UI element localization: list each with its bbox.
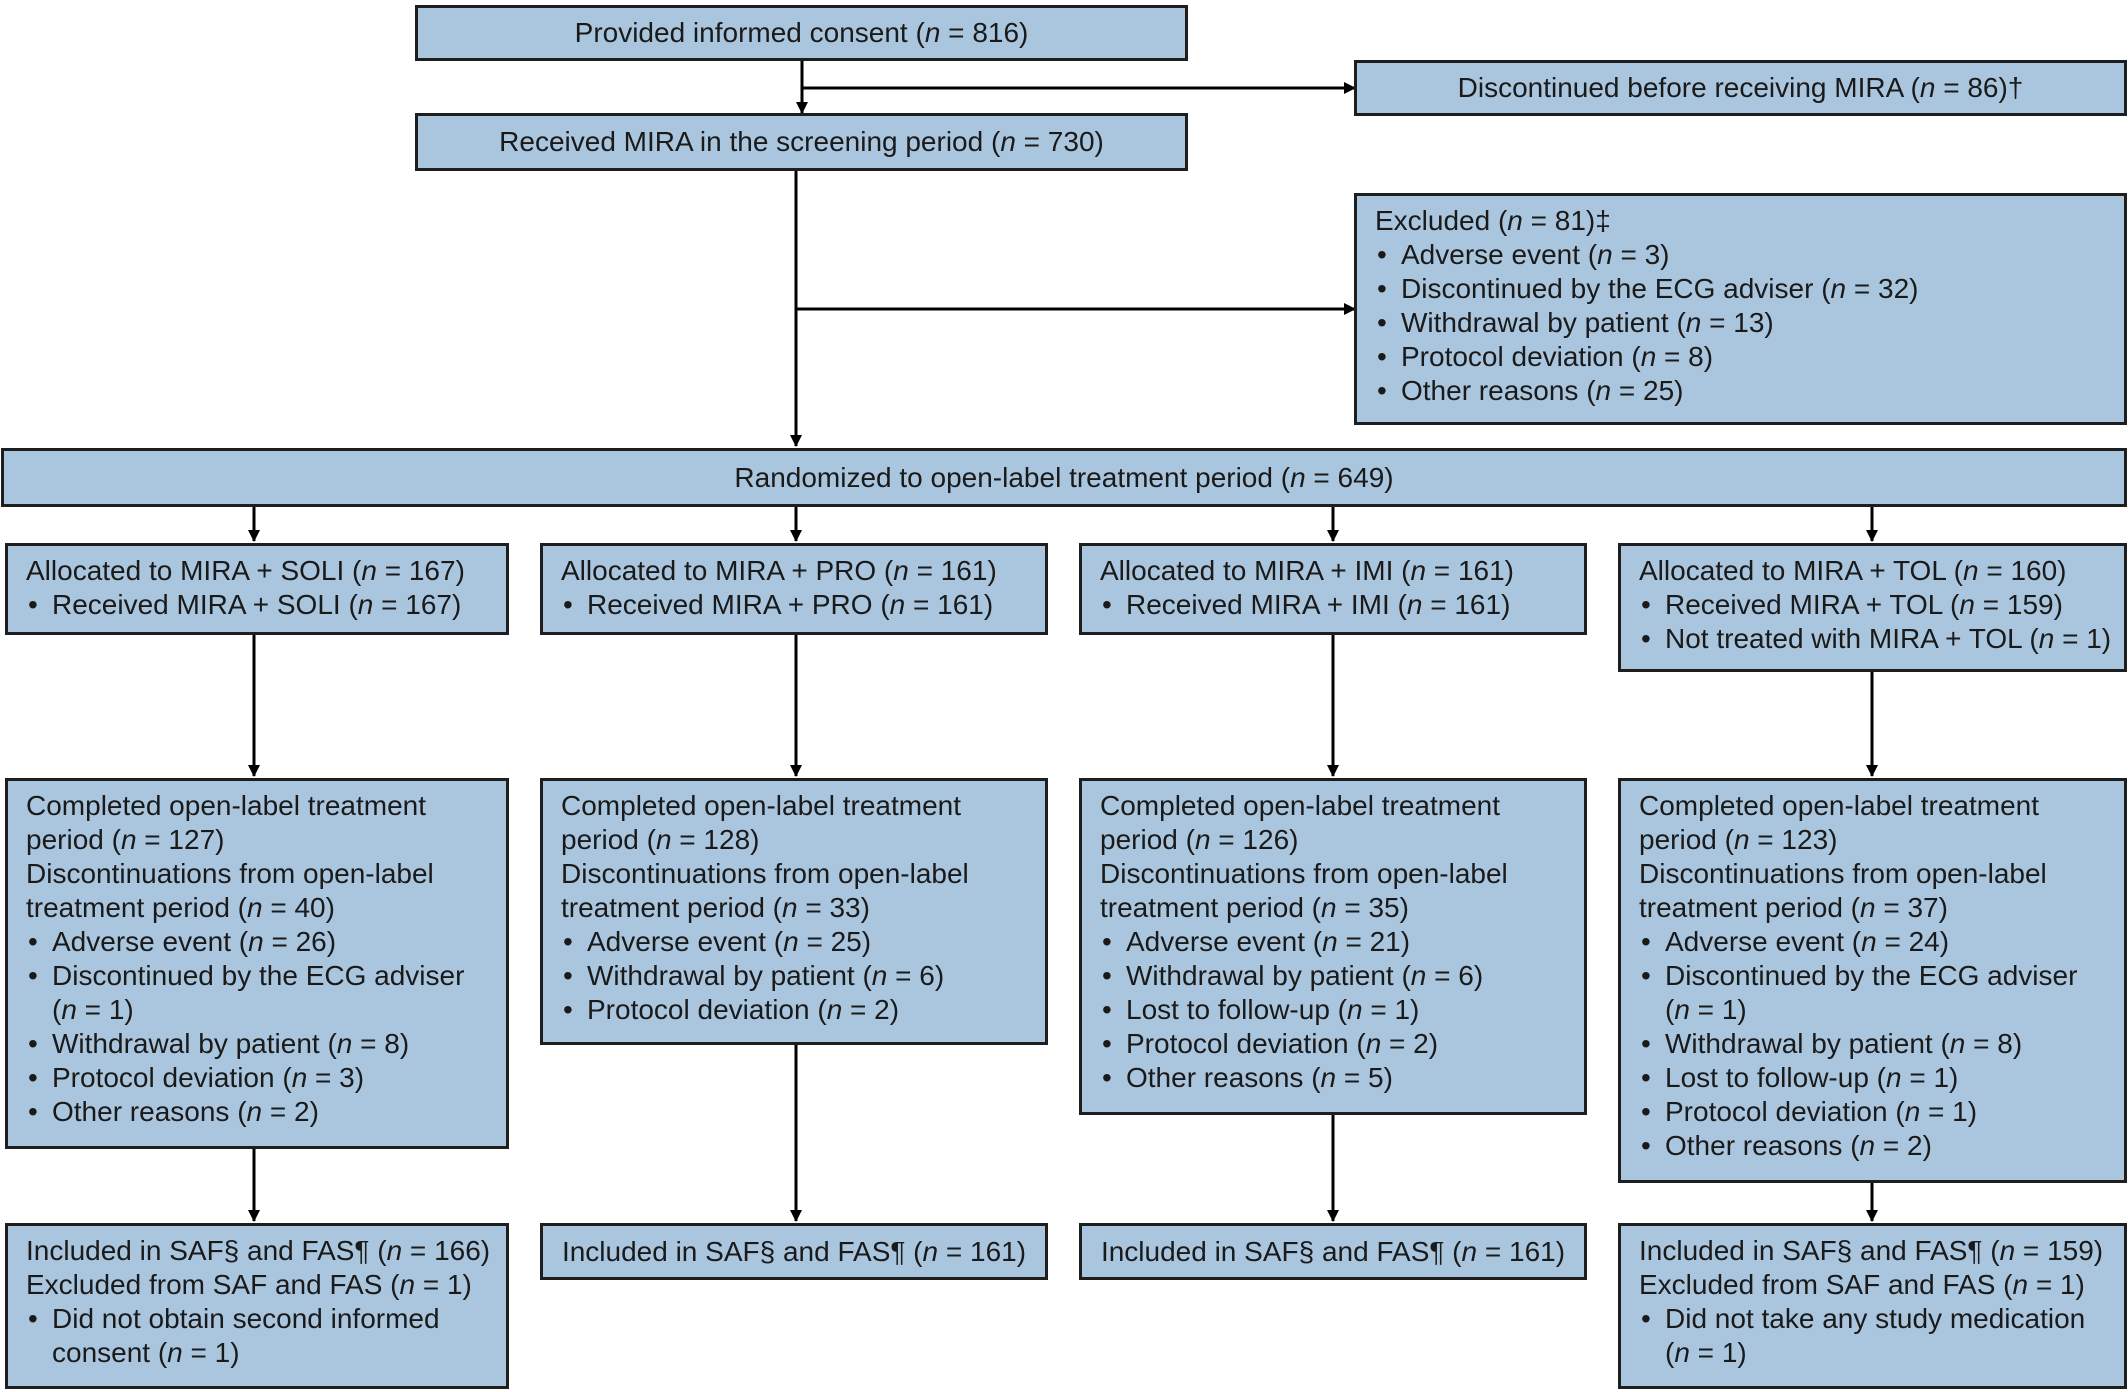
- list-item: Discontinued by the ECG adviser: [26, 959, 490, 993]
- list-item: Protocol deviation (n = 8): [1375, 340, 2108, 374]
- list-item: Withdrawal by patient (n = 13): [1375, 306, 2108, 340]
- completed-pro-box: Completed open-label treatment period (n…: [540, 778, 1048, 1045]
- list-item: Adverse event (n = 26): [26, 925, 490, 959]
- list-item: Received MIRA + IMI (n = 161): [1100, 588, 1568, 622]
- list-item: Received MIRA + TOL (n = 159): [1639, 588, 2108, 622]
- list-item: Did not take any study medication: [1639, 1302, 2108, 1336]
- excluded-box: Excluded (n = 81)‡ Adverse event (n = 3)…: [1354, 193, 2127, 425]
- list-item: Discontinued by the ECG adviser (n = 32): [1375, 272, 2108, 306]
- list-item: Withdrawal by patient (n = 6): [561, 959, 1029, 993]
- completed-soli-box: Completed open-label treatment period (n…: [5, 778, 509, 1149]
- completed-imi-box: Completed open-label treatment period (n…: [1079, 778, 1587, 1115]
- list-item: Lost to follow-up (n = 1): [1639, 1061, 2108, 1095]
- list-item: Other reasons (n = 2): [1639, 1129, 2108, 1163]
- allocated-tol-box: Allocated to MIRA + TOL (n = 160) Receiv…: [1618, 543, 2127, 672]
- consent-box: Provided informed consent (n = 816): [415, 5, 1188, 61]
- list-item: Withdrawal by patient (n = 8): [26, 1027, 490, 1061]
- included-imi-box: Included in SAF§ and FAS¶ (n = 161): [1079, 1223, 1587, 1280]
- list-item: Not treated with MIRA + TOL (n = 1): [1639, 622, 2111, 656]
- list-item: Adverse event (n = 3): [1375, 238, 2108, 272]
- included-tol-box: Included in SAF§ and FAS¶ (n = 159) Excl…: [1618, 1223, 2127, 1389]
- completed-tol-box: Completed open-label treatment period (n…: [1618, 778, 2127, 1183]
- allocated-imi-box: Allocated to MIRA + IMI (n = 161) Receiv…: [1079, 543, 1587, 635]
- allocated-soli-box: Allocated to MIRA + SOLI (n = 167) Recei…: [5, 543, 509, 635]
- list-item: Received MIRA + PRO (n = 161): [561, 588, 1029, 622]
- list-item: Adverse event (n = 25): [561, 925, 1029, 959]
- list-item: Other reasons (n = 25): [1375, 374, 2108, 408]
- discontinued-before-box: Discontinued before receiving MIRA (n = …: [1354, 60, 2127, 116]
- excluded-title: Excluded (n = 81)‡: [1375, 205, 1611, 236]
- list-item: Protocol deviation (n = 1): [1639, 1095, 2108, 1129]
- list-item: Protocol deviation (n = 3): [26, 1061, 490, 1095]
- list-item: Other reasons (n = 2): [26, 1095, 490, 1129]
- randomized-box: Randomized to open-label treatment perio…: [1, 448, 2127, 507]
- received-screening-box: Received MIRA in the screening period (n…: [415, 113, 1188, 171]
- list-item: Adverse event (n = 21): [1100, 925, 1568, 959]
- list-item: Received MIRA + SOLI (n = 167): [26, 588, 490, 622]
- list-item: Withdrawal by patient (n = 6): [1100, 959, 1568, 993]
- list-item: Discontinued by the ECG adviser: [1639, 959, 2108, 993]
- list-item: Withdrawal by patient (n = 8): [1639, 1027, 2108, 1061]
- allocated-pro-box: Allocated to MIRA + PRO (n = 161) Receiv…: [540, 543, 1048, 635]
- list-item: Protocol deviation (n = 2): [561, 993, 1029, 1027]
- list-item: Other reasons (n = 5): [1100, 1061, 1568, 1095]
- list-item: Protocol deviation (n = 2): [1100, 1027, 1568, 1061]
- list-item: Adverse event (n = 24): [1639, 925, 2108, 959]
- list-item: Did not obtain second informed: [26, 1302, 490, 1336]
- included-soli-box: Included in SAF§ and FAS¶ (n = 166) Excl…: [5, 1223, 509, 1389]
- list-item: Lost to follow-up (n = 1): [1100, 993, 1568, 1027]
- included-pro-box: Included in SAF§ and FAS¶ (n = 161): [540, 1223, 1048, 1280]
